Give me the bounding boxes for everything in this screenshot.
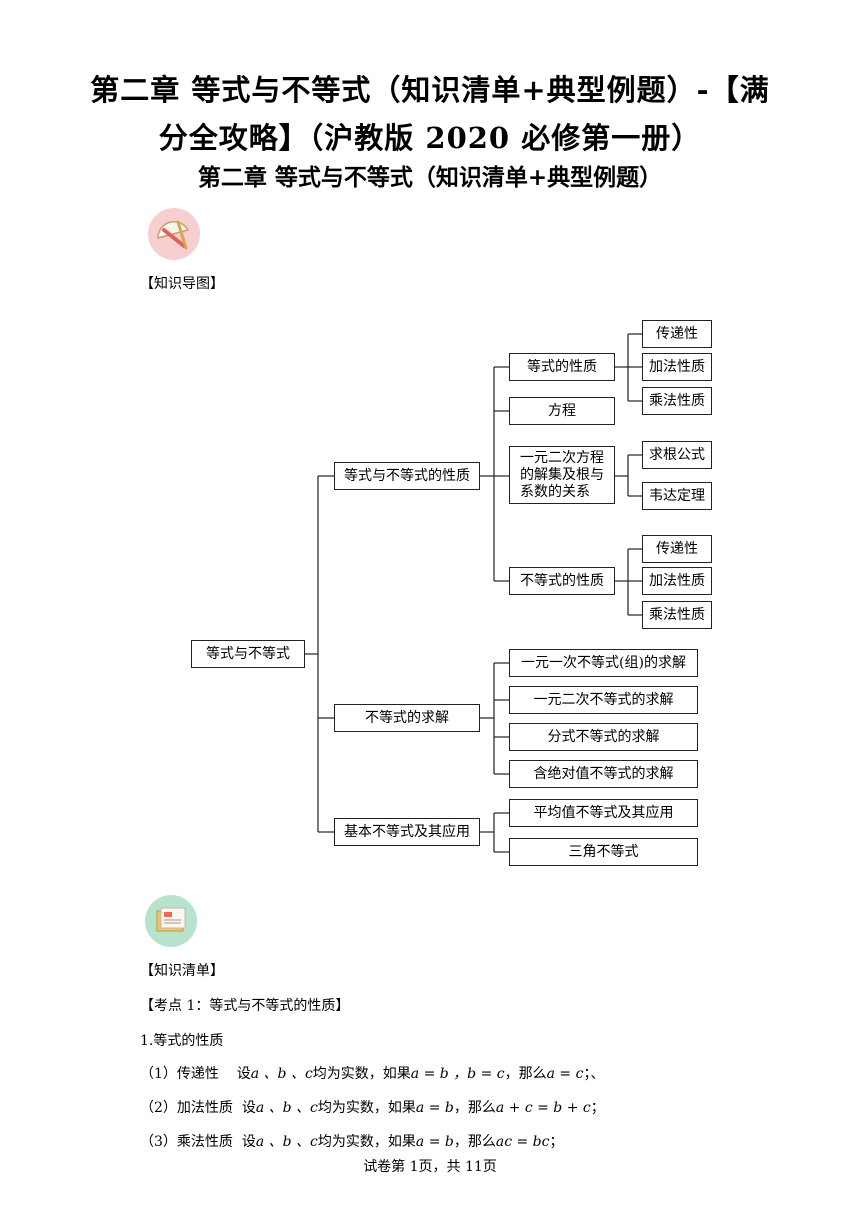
mindmap-node-inequality-properties: 不等式的性质 [509,567,615,595]
property-line-transitivity: （1）传递性 设a 、b 、c均为实数，如果a = b ，b = c，那么a =… [140,1066,605,1082]
checklist-section-label: 【知识清单】 [140,963,224,979]
notebook-icon [145,895,197,947]
mindmap-branch-solving: 不等式的求解 [334,704,480,732]
mindmap-leaf-transitivity-2: 传递性 [642,535,712,563]
mindmap-leaf-addition-1: 加法性质 [642,353,712,381]
mindmap-branch-properties: 等式与不等式的性质 [334,462,480,490]
mindmap-leaf-multiplication-1: 乘法性质 [642,387,712,415]
mindmap-node-quadratic-inequality: 一元二次不等式的求解 [509,686,698,714]
mindmap-branch-basic-inequality: 基本不等式及其应用 [334,818,480,846]
property-num: （1） [140,1066,177,1082]
property-name: 传递性 [176,1066,219,1082]
subsection-equality-properties: 1.等式的性质 [140,1033,224,1049]
mindmap-node-quadratic: 一元二次方程的解集及根与系数的关系 [509,446,615,504]
mindmap-leaf-multiplication-2: 乘法性质 [642,601,712,629]
property-line-addition: （2）加法性质 设a 、b 、c均为实数，如果a = b，那么a + c = b… [140,1100,605,1116]
mindmap-connectors [305,333,642,853]
mindmap-node-absolute-inequality: 含绝对值不等式的求解 [509,760,698,788]
protractor-icon [148,208,200,260]
property-name: 加法性质 [176,1100,233,1116]
title-line-2: 分全攻略】（沪教版 2020 必修第一册） [158,121,702,155]
mindmap-section-label: 【知识导图】 [140,276,224,292]
property-num: （3） [140,1134,177,1150]
mindmap-node-linear-inequality: 一元一次不等式(组)的求解 [509,649,698,677]
property-line-multiplication: （3）乘法性质 设a 、b 、c均为实数，如果a = b，那么ac = bc； [140,1134,564,1150]
title-line-1: 第二章 等式与不等式（知识清单+典型例题）-【满 [90,73,770,107]
mindmap-node-equality-properties: 等式的性质 [509,353,615,381]
mindmap-leaf-root-formula: 求根公式 [642,441,712,469]
mindmap-node-triangle-inequality: 三角不等式 [509,838,698,866]
property-name: 乘法性质 [176,1134,233,1150]
mindmap-root: 等式与不等式 [191,640,305,668]
mindmap-leaf-transitivity-1: 传递性 [642,320,712,348]
document-title: 第二章 等式与不等式（知识清单+典型例题）-【满 分全攻略】（沪教版 2020 … [0,66,860,162]
mindmap-node-mean-inequality: 平均值不等式及其应用 [509,799,698,827]
mindmap-leaf-addition-2: 加法性质 [642,567,712,595]
mindmap-node-fractional-inequality: 分式不等式的求解 [509,723,698,751]
property-num: （2） [140,1100,177,1116]
point1-title: 【考点 1：等式与不等式的性质】 [140,998,350,1014]
page-footer: 试卷第 1页，共 11页 [363,1159,497,1175]
mindmap-node-equation: 方程 [509,397,615,425]
mindmap-leaf-vieta: 韦达定理 [642,482,712,510]
document-subtitle: 第二章 等式与不等式（知识清单+典型例题） [197,164,663,191]
